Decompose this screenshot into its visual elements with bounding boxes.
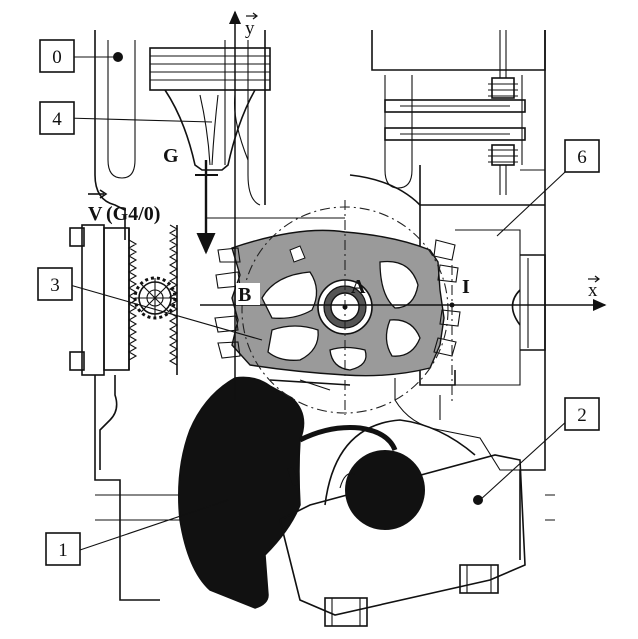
- point-label-g: G: [163, 145, 179, 167]
- axis-label-x: x: [588, 280, 598, 301]
- label-piston: 4: [52, 109, 62, 130]
- label-box-1: [45, 532, 81, 566]
- piston-assembly: [149, 47, 271, 171]
- label-box-2: [564, 397, 600, 431]
- velocity-label: (G4/0): [106, 203, 160, 225]
- crank-block-2: [279, 419, 526, 627]
- rack-assembly: [69, 224, 179, 376]
- label-box-0: [39, 39, 75, 73]
- label-housing: 6: [577, 147, 587, 168]
- point-label-i: I: [462, 276, 470, 298]
- spring-bolt-assembly: [384, 30, 526, 195]
- point-label-a: A: [351, 276, 366, 298]
- crank-nut-left: [324, 597, 368, 627]
- label-box-6: [564, 139, 600, 173]
- label-crank: 2: [577, 405, 587, 426]
- label-lever: 1: [58, 540, 68, 561]
- gear-window-left: [261, 271, 318, 319]
- lever-part-1: [178, 376, 305, 609]
- gear-window-right: [379, 260, 419, 309]
- point-label-b: B: [238, 284, 251, 306]
- label-frame: 0: [52, 47, 62, 68]
- crank-pin: [345, 450, 425, 530]
- label-box-4: [39, 101, 75, 135]
- label-box-3: [37, 267, 73, 301]
- axis-label-y: y: [245, 18, 255, 39]
- label-gear-rack: 3: [50, 275, 60, 296]
- crank-nut-right: [459, 564, 499, 594]
- velocity-symbol: V: [88, 203, 103, 225]
- lever-arc: [298, 425, 398, 452]
